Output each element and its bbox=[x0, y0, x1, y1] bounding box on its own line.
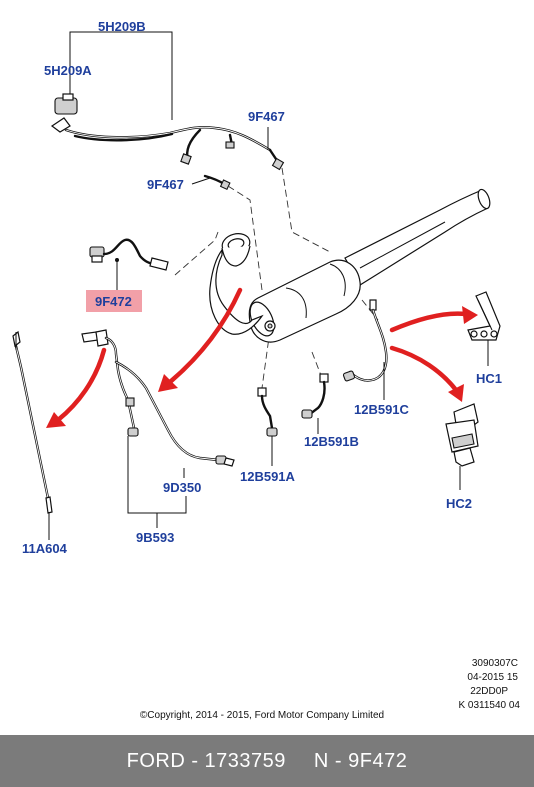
meta-line-3: 22DD0P bbox=[470, 686, 508, 697]
sensor-12b591c bbox=[342, 299, 388, 400]
sensor-9d350-9b593 bbox=[81, 329, 235, 528]
footer-part-number: FORD - 1733759 bbox=[126, 749, 286, 772]
meta-line-2: 04-2015 15 bbox=[467, 672, 518, 683]
label-9f467-lower: 9F467 bbox=[147, 177, 184, 192]
exhaust-sensors-diagram: 5H209B 5H209A 9F467 9F467 9F472 HC1 HC2 … bbox=[12, 19, 520, 721]
label-12b591c: 12B591C bbox=[354, 402, 410, 417]
harness-5h209 bbox=[50, 31, 285, 191]
label-12b591a: 12B591A bbox=[240, 469, 296, 484]
label-5h209b: 5H209B bbox=[98, 19, 146, 34]
sensor-12b591a bbox=[257, 387, 278, 466]
label-hc2: HC2 bbox=[446, 496, 472, 511]
bracket-hc1 bbox=[467, 291, 501, 366]
meta-line-4: K 0311540 04 bbox=[458, 700, 520, 711]
meta-line-1: 3090307C bbox=[472, 658, 518, 669]
highlight-box-9f472 bbox=[86, 290, 142, 312]
footer-ref: N - 9F472 bbox=[313, 749, 408, 772]
bracket-hc2 bbox=[445, 403, 479, 490]
sensor-12b591b bbox=[301, 373, 329, 434]
tube-11a604 bbox=[12, 330, 53, 540]
red-arrows bbox=[46, 287, 478, 428]
label-5h209a: 5H209A bbox=[44, 63, 92, 78]
label-9f467-upper: 9F467 bbox=[248, 109, 285, 124]
label-11a604: 11A604 bbox=[22, 541, 68, 556]
label-9b593: 9B593 bbox=[136, 530, 174, 545]
label-9f472: 9F472 bbox=[95, 294, 132, 309]
label-9d350: 9D350 bbox=[163, 480, 201, 495]
label-hc1: HC1 bbox=[476, 371, 502, 386]
copyright-text: ©Copyright, 2014 - 2015, Ford Motor Comp… bbox=[140, 710, 384, 721]
exhaust-assembly bbox=[209, 188, 491, 343]
footer-bar: FORD - 1733759 N - 9F472 bbox=[0, 735, 534, 787]
sensor-9f472 bbox=[89, 238, 169, 290]
label-12b591b: 12B591B bbox=[304, 434, 359, 449]
